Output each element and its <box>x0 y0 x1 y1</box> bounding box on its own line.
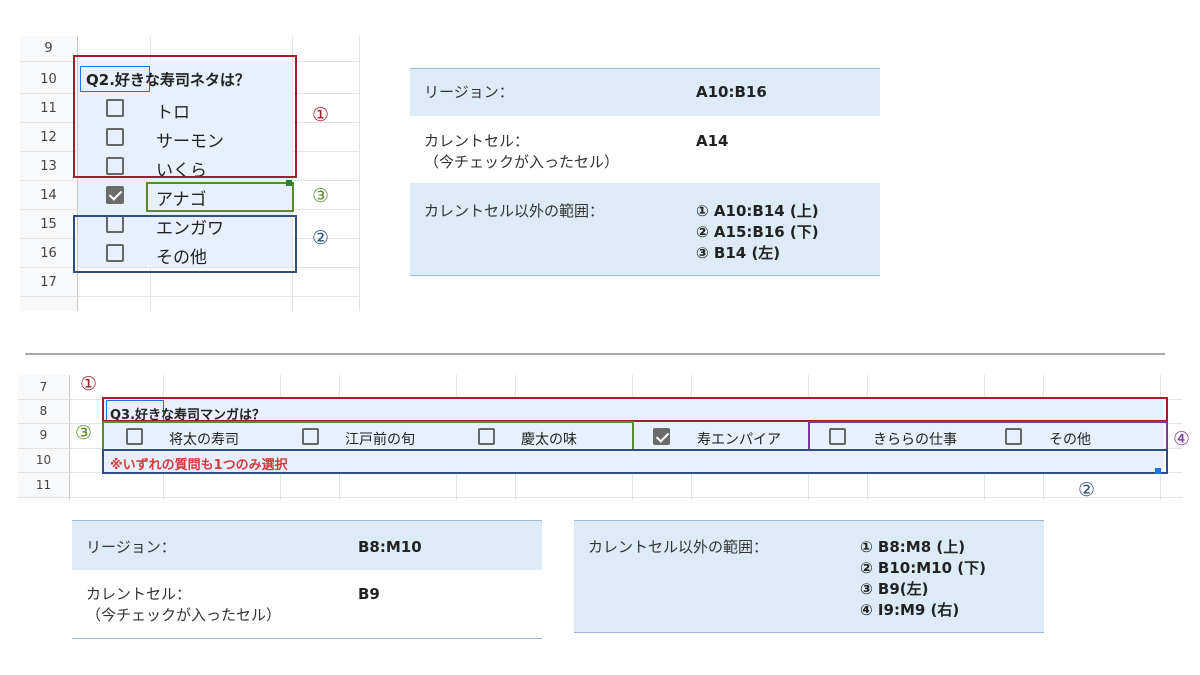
checkbox-kotobuki-empire[interactable] <box>653 428 670 445</box>
other-range-value: ① A10:B14 (上) <box>696 202 819 220</box>
row-number[interactable]: 7 <box>39 380 48 394</box>
option-label: 慶太の味 <box>521 432 577 448</box>
question-part-b: な寿司マンガは？ <box>161 408 266 423</box>
row-number[interactable]: 10 <box>40 72 57 87</box>
checkbox-other[interactable] <box>1005 428 1022 445</box>
item-label: トロ <box>156 103 190 123</box>
region-row <box>72 521 542 570</box>
other-range-value: ③ B9(左) <box>860 580 929 598</box>
other-range-row <box>410 183 880 275</box>
item-label: サーモン <box>156 132 224 152</box>
row-number[interactable]: 13 <box>40 159 57 174</box>
region-box-lower <box>73 215 297 273</box>
fill-handle[interactable] <box>286 180 292 186</box>
question-label: Q2.好きな寿司ネタは？ <box>86 69 250 90</box>
marker-one: ① <box>80 373 98 395</box>
other-range-label: カレントセル以外の範囲： <box>588 538 769 556</box>
bottom-info-right: カレントセル以外の範囲： ① B8:M8 (上) ② B10:M10 (下) ③… <box>574 520 1044 634</box>
item-label: エンガワ <box>156 219 224 239</box>
fill-handle[interactable] <box>1155 468 1161 474</box>
other-range-value: ④ I9:M9 (右) <box>860 601 960 619</box>
option-label: きららの仕事 <box>873 432 957 448</box>
region-value: A10:B16 <box>696 83 767 101</box>
checkbox-edomae[interactable] <box>302 428 319 445</box>
region-label: リージョン： <box>86 538 176 556</box>
marker-four: ④ <box>1173 428 1191 450</box>
option-label: 寿エンパイア <box>697 432 781 448</box>
option-label: 江戸前の旬 <box>345 432 415 448</box>
question-part-a: Q2.好き <box>86 71 145 89</box>
marker-three: ③ <box>312 185 330 207</box>
row-header-column: 7 8 9 10 11 <box>18 375 70 500</box>
region-box-left <box>146 182 294 212</box>
section-divider <box>25 353 1165 355</box>
checkbox-ikura[interactable] <box>106 157 124 175</box>
other-range-row <box>574 521 1044 632</box>
marker-three: ③ <box>75 422 93 444</box>
marker-two: ② <box>312 227 330 249</box>
item-label: アナゴ <box>156 190 207 210</box>
row-number[interactable]: 8 <box>39 404 48 418</box>
top-info-panel: リージョン： A10:B16 カレントセル： （今チェックが入ったセル） A14… <box>410 68 880 278</box>
option-label: 将太の寿司 <box>169 432 239 448</box>
checkbox-salmon[interactable] <box>106 128 124 146</box>
current-cell-value: B9 <box>358 585 380 603</box>
current-cell-value: A14 <box>696 132 729 150</box>
other-range-value: ② A15:B16 (下) <box>696 223 819 241</box>
region-value: B8:M10 <box>358 538 422 556</box>
top-spreadsheet: 9 10 11 12 13 14 15 16 17 Q2.好きな寿司ネタは？ ト… <box>20 36 360 311</box>
row-number[interactable]: 14 <box>40 188 57 203</box>
row-number[interactable]: 15 <box>40 217 57 232</box>
question-label: Q3.好きな寿司マンガは？ <box>110 404 265 423</box>
region-box-right <box>808 421 1168 451</box>
checkbox-shota[interactable] <box>126 428 143 445</box>
current-cell-label: カレントセル： <box>86 585 192 603</box>
row-number[interactable]: 12 <box>40 130 57 145</box>
other-range-label: カレントセル以外の範囲： <box>424 202 605 220</box>
question-part-a: Q3.好き <box>110 408 162 423</box>
region-box-upper <box>73 55 297 178</box>
row-header-column: 9 10 11 12 13 14 15 16 17 <box>20 36 78 311</box>
row-number[interactable]: 9 <box>44 41 53 56</box>
active-cell[interactable] <box>80 66 150 92</box>
checkbox-anago[interactable] <box>106 186 124 204</box>
row-number[interactable]: 10 <box>35 453 52 467</box>
checkbox-keita[interactable] <box>478 428 495 445</box>
question-part-b: な寿司ネタは？ <box>144 71 250 89</box>
row-number[interactable]: 17 <box>40 275 57 290</box>
region-box-upper <box>102 397 1168 422</box>
checkbox-toro[interactable] <box>106 99 124 117</box>
bottom-info-left: リージョン： B8:M10 カレントセル： （今チェックが入ったセル） B9 <box>72 520 542 640</box>
bottom-spreadsheet: 7 8 9 10 11 Q3.好きな寿司マンガは？ 将太の寿司 江戸前の旬 慶太… <box>18 373 1190 501</box>
row-number[interactable]: 11 <box>35 478 52 492</box>
selection-range <box>104 399 1164 472</box>
region-box-left <box>102 421 634 451</box>
marker-two: ② <box>1078 479 1096 501</box>
item-label: その他 <box>156 248 207 268</box>
other-range-value: ① B8:M8 (上) <box>860 538 966 556</box>
row-number[interactable]: 9 <box>39 428 48 442</box>
checkbox-other[interactable] <box>106 244 124 262</box>
region-box-lower <box>102 449 1168 474</box>
row-number[interactable]: 16 <box>40 246 57 261</box>
region-label: リージョン： <box>424 83 514 101</box>
option-label: その他 <box>1049 432 1091 448</box>
current-cell-label: カレントセル： <box>424 132 530 150</box>
marker-one: ① <box>312 104 330 126</box>
other-range-value: ③ B14 (左) <box>696 244 781 262</box>
region-row <box>410 69 880 116</box>
other-range-value: ② B10:M10 (下) <box>860 559 986 577</box>
current-cell-sublabel: （今チェックが入ったセル） <box>424 153 620 171</box>
checkbox-kirara[interactable] <box>829 428 846 445</box>
row-number[interactable]: 11 <box>40 101 57 116</box>
current-cell-sublabel: （今チェックが入ったセル） <box>86 606 282 624</box>
note-text: ※いずれの質問も1つのみ選択 <box>110 458 288 473</box>
